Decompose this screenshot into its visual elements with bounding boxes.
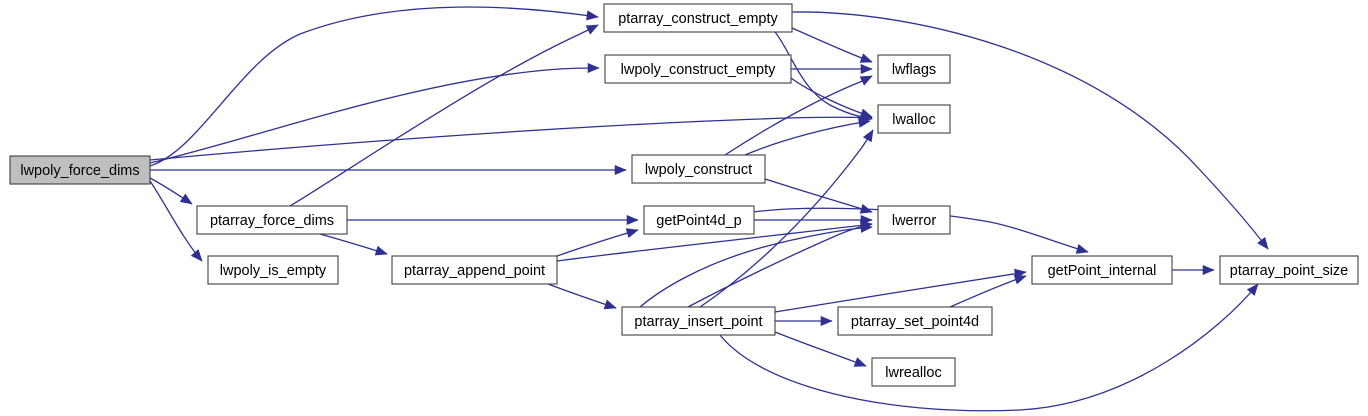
node-box-lwpoly_is_empty[interactable] bbox=[207, 255, 339, 285]
arrowhead-ptarray_force_dims-to-ptarray_construct_empty bbox=[585, 24, 599, 35]
arrowhead-lwpoly_construct_empty-to-lwflags bbox=[860, 63, 873, 75]
node-ptarray_insert_point[interactable]: ptarray_insert_point bbox=[621, 306, 776, 336]
edge-ptarray_construct_empty-to-lwflags bbox=[791, 27, 873, 63]
node-ptarray_set_point4d[interactable]: ptarray_set_point4d bbox=[837, 306, 993, 336]
node-label-lwalloc: lwalloc bbox=[892, 112, 936, 128]
node-box-ptarray_set_point4d[interactable] bbox=[837, 306, 993, 336]
edge-ptarray_insert_point-to-lwrealloc bbox=[774, 331, 867, 367]
edge-lwpoly_construct-to-lwalloc bbox=[744, 120, 871, 156]
arrowhead-lwpoly_force_dims-to-lwpoly_construct bbox=[614, 164, 627, 176]
nodes-layer: lwpoly_force_dims ptarray_construct_empty… bbox=[9, 3, 1359, 387]
node-label-lwpoly_construct_empty: lwpoly_construct_empty bbox=[621, 62, 776, 78]
node-getPoint4d_p[interactable]: getPoint4d_p bbox=[643, 205, 755, 235]
arrowhead-lwpoly_construct-to-lwalloc bbox=[858, 117, 871, 128]
node-ptarray_append_point[interactable]: ptarray_append_point bbox=[391, 255, 558, 285]
node-label-lwpoly_construct: lwpoly_construct bbox=[645, 162, 752, 178]
edge-lwpoly_construct-to-lwerror bbox=[764, 178, 873, 213]
node-label-lwrealloc: lwrealloc bbox=[885, 365, 941, 381]
node-getPoint_internal[interactable]: getPoint_internal bbox=[1031, 255, 1173, 285]
edge-lwpoly_force_dims-to-ptarray_construct_empty bbox=[149, 6, 599, 167]
node-box-lwflags[interactable] bbox=[877, 54, 951, 84]
node-label-ptarray_set_point4d: ptarray_set_point4d bbox=[851, 314, 979, 330]
arrowhead-ptarray_force_dims-to-getPoint4d_p bbox=[626, 214, 639, 226]
node-box-ptarray_append_point[interactable] bbox=[391, 255, 558, 285]
node-lwpoly_force_dims[interactable]: lwpoly_force_dims bbox=[9, 155, 151, 185]
node-lwflags[interactable]: lwflags bbox=[877, 54, 951, 84]
arrowhead-lwpoly_force_dims-to-ptarray_construct_empty bbox=[586, 10, 599, 21]
arrowhead-ptarray_append_point-to-getPoint4d_p bbox=[625, 228, 639, 238]
node-lwpoly_construct_empty[interactable]: lwpoly_construct_empty bbox=[604, 54, 792, 84]
edge-lwpoly_construct_empty-to-lwalloc bbox=[790, 77, 873, 118]
node-box-ptarray_force_dims[interactable] bbox=[196, 205, 348, 235]
arrowhead-ptarray_construct_empty-to-lwflags bbox=[859, 53, 873, 63]
node-lwerror[interactable]: lwerror bbox=[877, 205, 951, 235]
arrowhead-lwpoly_construct-to-lwerror bbox=[859, 203, 873, 214]
node-box-lwpoly_construct_empty[interactable] bbox=[604, 54, 792, 84]
edge-ptarray_construct_empty-to-ptarray_point_size bbox=[791, 11, 1269, 250]
arrowhead-lwpoly_force_dims-to-ptarray_force_dims bbox=[179, 193, 193, 205]
arrowhead-lwpoly_construct-to-lwflags bbox=[859, 75, 873, 86]
node-box-ptarray_point_size[interactable] bbox=[1219, 255, 1359, 285]
node-lwalloc[interactable]: lwalloc bbox=[877, 104, 951, 134]
node-label-ptarray_insert_point: ptarray_insert_point bbox=[634, 314, 762, 330]
node-lwrealloc[interactable]: lwrealloc bbox=[871, 357, 956, 387]
arrowhead-ptarray_insert_point-to-lwrealloc bbox=[853, 357, 867, 367]
arrowhead-lwpoly_construct_empty-to-lwalloc bbox=[859, 108, 873, 119]
node-label-getPoint4d_p: getPoint4d_p bbox=[656, 213, 741, 229]
arrowhead-ptarray_construct_empty-to-ptarray_point_size bbox=[1257, 236, 1269, 250]
arrowhead-ptarray_force_dims-to-ptarray_append_point bbox=[374, 245, 388, 256]
arrowhead-ptarray_set_point4d-to-getPoint_internal bbox=[1013, 274, 1027, 285]
node-ptarray_construct_empty[interactable]: ptarray_construct_empty bbox=[603, 3, 793, 33]
edge-ptarray_insert_point-to-ptarray_point_size bbox=[719, 283, 1259, 412]
edge-getPoint4d_p-to-getPoint_internal bbox=[752, 207, 1089, 253]
arrowhead-getPoint_internal-to-ptarray_point_size bbox=[1202, 264, 1215, 276]
edge-lwpoly_construct-to-lwflags bbox=[724, 75, 873, 156]
arrowhead-lwpoly_force_dims-to-lwpoly_is_empty bbox=[190, 249, 203, 262]
node-box-ptarray_insert_point[interactable] bbox=[621, 306, 776, 336]
edge-ptarray_construct_empty-to-lwalloc bbox=[774, 31, 873, 120]
edge-ptarray_force_dims-to-ptarray_construct_empty bbox=[289, 24, 599, 207]
node-ptarray_point_size[interactable]: ptarray_point_size bbox=[1219, 255, 1359, 285]
node-box-lwerror[interactable] bbox=[877, 205, 951, 235]
node-label-ptarray_force_dims: ptarray_force_dims bbox=[210, 213, 334, 229]
edge-lwpoly_force_dims-to-lwalloc bbox=[149, 116, 873, 161]
node-label-lwflags: lwflags bbox=[892, 62, 936, 78]
node-label-getPoint_internal: getPoint_internal bbox=[1048, 263, 1157, 279]
node-label-lwerror: lwerror bbox=[892, 213, 936, 229]
node-lwpoly_construct[interactable]: lwpoly_construct bbox=[631, 154, 766, 184]
node-box-getPoint_internal[interactable] bbox=[1031, 255, 1173, 285]
arrowhead-ptarray_insert_point-to-ptarray_point_size bbox=[1246, 283, 1259, 296]
node-label-lwpoly_force_dims: lwpoly_force_dims bbox=[20, 163, 139, 179]
edge-ptarray_insert_point-to-lwerror bbox=[639, 226, 873, 308]
node-box-lwrealloc[interactable] bbox=[871, 357, 956, 387]
edge-ptarray_insert_point-to-getPoint_internal bbox=[774, 271, 1027, 313]
node-label-ptarray_append_point: ptarray_append_point bbox=[404, 263, 545, 279]
edges-layer bbox=[149, 6, 1269, 412]
arrowhead-ptarray_insert_point-to-ptarray_set_point4d bbox=[820, 315, 833, 327]
arrowhead-ptarray_append_point-to-ptarray_insert_point bbox=[603, 299, 617, 310]
node-ptarray_force_dims[interactable]: ptarray_force_dims bbox=[196, 205, 348, 235]
node-label-lwpoly_is_empty: lwpoly_is_empty bbox=[220, 263, 327, 279]
node-label-ptarray_construct_empty: ptarray_construct_empty bbox=[618, 11, 778, 27]
arrowhead-ptarray_insert_point-to-lwerror bbox=[860, 222, 873, 233]
arrowhead-ptarray_insert_point-to-lwalloc bbox=[862, 129, 874, 143]
arrowhead-getPoint4d_p-to-getPoint_internal bbox=[1075, 244, 1089, 254]
node-box-lwpoly_construct[interactable] bbox=[631, 154, 766, 184]
edge-lwpoly_force_dims-to-lwpoly_construct_empty bbox=[149, 67, 600, 164]
node-box-lwpoly_force_dims[interactable] bbox=[9, 155, 151, 185]
node-box-lwalloc[interactable] bbox=[877, 104, 951, 134]
arrowhead-lwpoly_force_dims-to-lwpoly_construct_empty bbox=[587, 62, 600, 74]
node-lwpoly_is_empty[interactable]: lwpoly_is_empty bbox=[207, 255, 339, 285]
node-box-getPoint4d_p[interactable] bbox=[643, 205, 755, 235]
node-box-ptarray_construct_empty[interactable] bbox=[603, 3, 793, 33]
edge-ptarray_set_point4d-to-getPoint_internal bbox=[949, 275, 1027, 308]
edge-ptarray_insert_point-to-lwerror bbox=[687, 223, 873, 308]
edge-ptarray_append_point-to-lwerror bbox=[556, 223, 873, 262]
node-label-ptarray_point_size: ptarray_point_size bbox=[1230, 263, 1349, 279]
